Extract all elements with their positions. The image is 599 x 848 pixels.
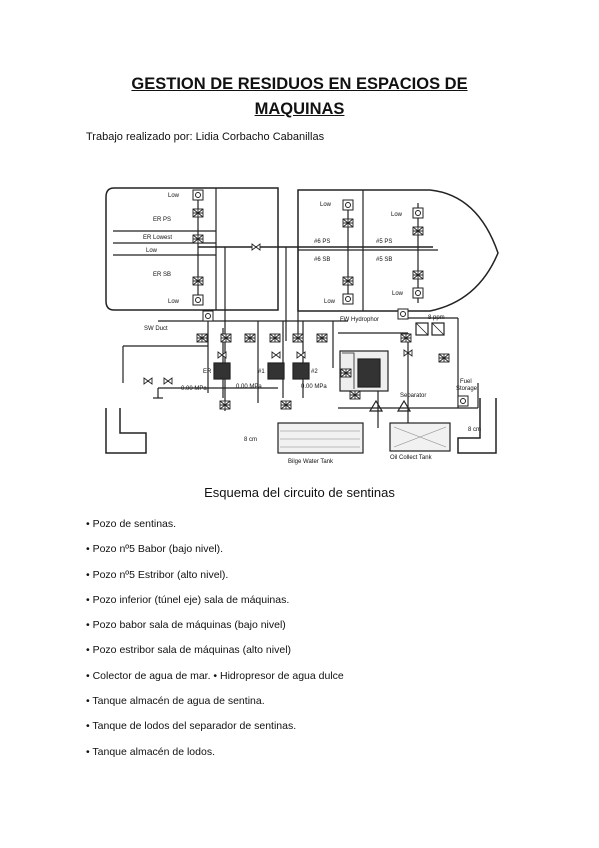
label-fw-hydrophor: FW Hydrophor (340, 317, 379, 323)
label-low-fwd-tl: Low (320, 202, 332, 208)
label-8cm-left: 8 cm (244, 437, 257, 443)
label-no5-sb: #5 SB (376, 257, 392, 263)
bilge-water-tank (277, 422, 364, 454)
bilge-system-diagram: Low ER PS ER Lowest Low ER SB Low Low Lo… (105, 187, 499, 465)
label-separator: Separator (400, 393, 426, 399)
left-drain-tank (105, 408, 147, 454)
label-low-er-mid: Low (146, 248, 158, 254)
label-fuel: Fuel (460, 379, 472, 385)
diagram-caption: Esquema del circuito de sentinas (204, 485, 395, 500)
label-low-er-top: Low (168, 193, 180, 199)
label-oil-tank: Oil Collect Tank (390, 455, 433, 461)
list-item: • Pozo babor sala de máquinas (bajo nive… (86, 619, 286, 632)
label-pressure-2: 0.00 MPa (236, 384, 262, 390)
pump-er (213, 362, 231, 380)
pump-1 (267, 362, 285, 380)
label-low-er-bot: Low (168, 299, 180, 305)
label-er-pump: ER (203, 369, 212, 375)
suction-points (192, 189, 469, 407)
label-pump-1: #1 (258, 369, 265, 375)
list-item: • Tanque almacén de agua de sentina. (86, 695, 265, 708)
label-low-fwd-br: Low (392, 291, 404, 297)
vent-triangle-2 (396, 399, 412, 412)
title-line-2: MAQUINAS (254, 100, 345, 118)
title-line-1: GESTION DE RESIDUOS EN ESPACIOS DE (131, 75, 468, 93)
label-sw-duct: SW Duct (144, 326, 168, 332)
pump-2 (292, 362, 310, 380)
forward-hull (297, 189, 499, 312)
label-er-sb: ER SB (153, 272, 171, 278)
label-ppm: 8 ppm (428, 315, 445, 321)
right-drain-tank (457, 398, 497, 454)
label-storage: Storage (456, 386, 478, 392)
label-pressure-3: 0.00 MPa (301, 384, 327, 390)
vent-triangle-1 (368, 399, 384, 412)
label-bilge-tank: Bilge Water Tank (288, 459, 334, 465)
engine-room-hull (105, 187, 279, 311)
author-line: Trabajo realizado por: Lidia Corbacho Ca… (86, 131, 325, 143)
bullet-list: • Pozo de sentinas. • Pozo nº5 Babor (ba… (86, 518, 344, 771)
label-er-lowest: ER Lowest (143, 235, 172, 241)
list-item: • Pozo inferior (túnel eje) sala de máqu… (86, 593, 290, 606)
document-title: GESTION DE RESIDUOS EN ESPACIOS DE MAQUI… (0, 72, 599, 122)
list-item: • Pozo estribor sala de máquinas (alto n… (86, 644, 292, 657)
label-no6-ps: #6 PS (314, 239, 330, 245)
oily-water-separator (339, 350, 389, 392)
list-item: • Tanque almacén de lodos. (86, 745, 215, 758)
label-pump-2: #2 (311, 369, 318, 375)
list-item: • Pozo nº5 Estribor (alto nivel). (86, 568, 229, 581)
oil-collect-tank (389, 422, 451, 452)
label-no6-sb: #6 SB (314, 257, 330, 263)
label-no5-ps: #5 PS (376, 239, 392, 245)
list-item: • Pozo nº5 Babor (bajo nivel). (86, 543, 224, 556)
label-er-ps: ER PS (153, 217, 171, 223)
label-pressure-1: 0.00 MPa (181, 386, 207, 392)
list-item: • Tanque de lodos del separador de senti… (86, 720, 297, 733)
label-8cm-right: 8 cm (468, 427, 481, 433)
label-low-fwd-bl: Low (324, 299, 336, 305)
list-item: • Pozo de sentinas. (86, 518, 177, 530)
label-low-fwd-tr: Low (391, 212, 403, 218)
list-item: • Colector de agua de mar. • Hidropresor… (86, 669, 344, 682)
